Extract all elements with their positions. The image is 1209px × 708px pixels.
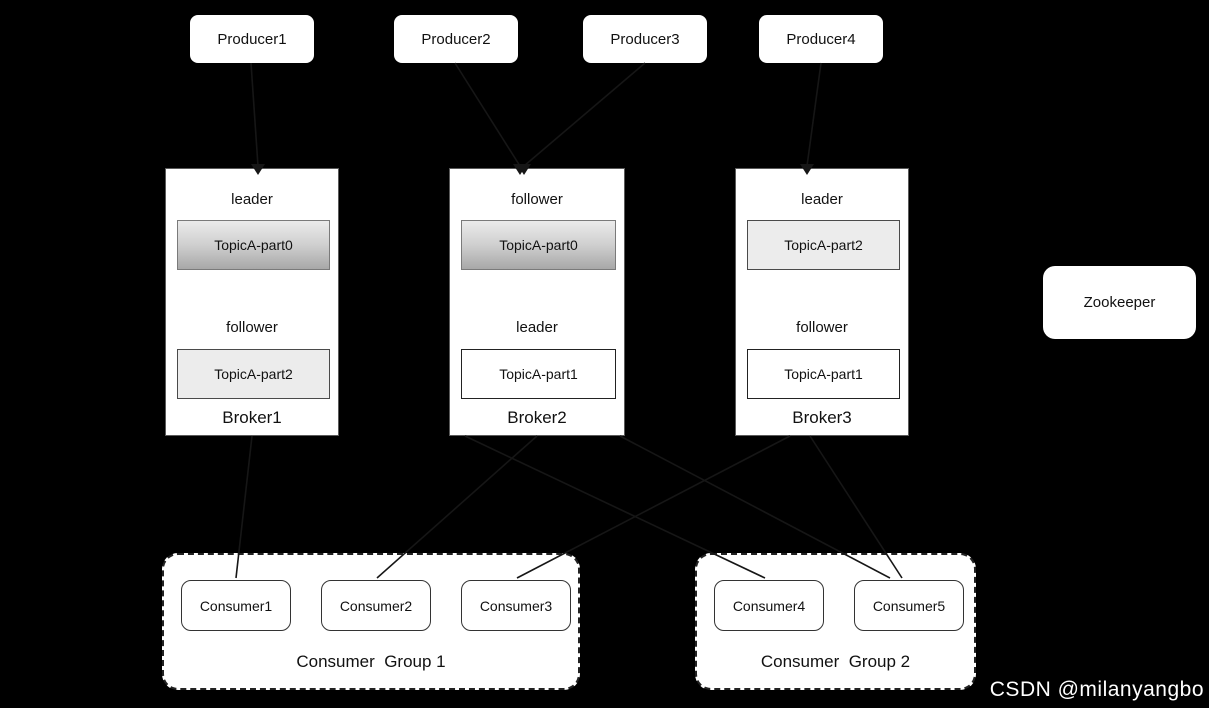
broker1-role-bottom: follower [226, 319, 278, 336]
broker2-partition-bottom: TopicA-part1 [461, 349, 616, 399]
broker2-partition-top: TopicA-part0 [461, 220, 616, 270]
consumer-group-1: Consumer1 Consumer2 Consumer3 Consumer G… [162, 553, 580, 690]
consumer3-node: Consumer3 [461, 580, 571, 631]
broker2-role-top: follower [511, 191, 563, 208]
consumer-group-2-label: Consumer Group 2 [760, 652, 911, 671]
broker1-partition-bottom: TopicA-part2 [177, 349, 330, 399]
broker2-name: Broker2 [507, 408, 567, 427]
edge-Producer2-Broker2 [454, 62, 521, 167]
broker3-name: Broker3 [792, 408, 852, 427]
edge-Producer3-Broker2 [523, 62, 646, 167]
broker3-partition-bottom: TopicA-part1 [747, 349, 900, 399]
zookeeper-node: Zookeeper [1043, 266, 1196, 339]
broker1-role-top: leader [231, 191, 273, 208]
watermark-text: CSDN @milanyangbo [989, 678, 1204, 701]
edge-Producer1-Broker1 [250, 62, 259, 167]
producer2-node: Producer2 [394, 15, 518, 63]
consumer4-node: Consumer4 [714, 580, 824, 631]
consumer2-node: Consumer2 [321, 580, 431, 631]
producer4-node: Producer4 [759, 15, 883, 63]
broker3-node: leader TopicA-part2 follower TopicA-part… [735, 168, 909, 436]
consumer-group-1-label: Consumer Group 1 [296, 652, 446, 671]
broker1-partition-top: TopicA-part0 [177, 220, 330, 270]
broker3-role-top: leader [801, 191, 843, 208]
broker2-role-bottom: leader [516, 319, 558, 336]
broker3-partition-top: TopicA-part2 [747, 220, 900, 270]
producer1-node: Producer1 [190, 15, 314, 63]
consumer1-node: Consumer1 [181, 580, 291, 631]
consumer-group-2: Consumer4 Consumer5 Consumer Group 2 [695, 553, 976, 690]
broker1-name: Broker1 [222, 408, 282, 427]
broker1-node: leader TopicA-part0 follower TopicA-part… [165, 168, 339, 436]
broker3-role-bottom: follower [796, 319, 848, 336]
consumer5-node: Consumer5 [854, 580, 964, 631]
producer3-node: Producer3 [583, 15, 707, 63]
edge-Producer4-Broker3 [806, 62, 822, 167]
broker2-node: follower TopicA-part0 leader TopicA-part… [449, 168, 625, 436]
